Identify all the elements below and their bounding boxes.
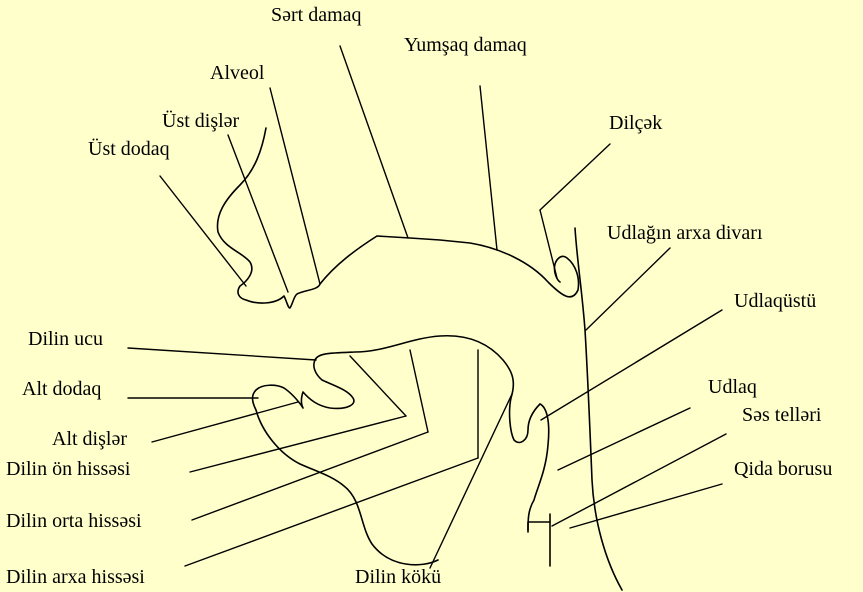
label-udlaqustu: Udlaqüstü: [734, 290, 816, 312]
label-udlagin-arxa-divari: Udlağın arxa divarı: [607, 222, 763, 244]
pointer-alt-disler: [152, 402, 298, 442]
pointer-dilin-orta-top: [410, 350, 428, 432]
label-udlaq: Udlaq: [708, 376, 757, 398]
label-dilin-arxa-hissesi: Dilin arxa hissəsi: [6, 566, 145, 588]
pointer-yumsaq-damaq: [480, 86, 497, 250]
pharynx-wall: [575, 228, 622, 590]
pointer-dilin-koku: [430, 394, 512, 568]
pointer-udlagin-arxa-divari: [586, 248, 670, 330]
label-yumsaq-damaq: Yumşaq damaq: [404, 34, 527, 56]
pointer-alveol: [270, 88, 320, 284]
label-ses-telleri: Səs telləri: [742, 404, 821, 426]
pointer-dilin-arxa-hissesi: [185, 458, 478, 566]
pointer-sert-damaq: [340, 46, 408, 238]
label-alt-dodaq: Alt dodaq: [22, 378, 101, 400]
pointer-dilcek-2: [540, 210, 557, 278]
pointer-dilin-orta-hissesi: [192, 432, 428, 520]
pointer-udlaqustu: [541, 310, 722, 420]
label-sert-damaq: Sərt damaq: [271, 4, 362, 26]
pointer-ses-telleri: [552, 434, 726, 526]
label-dilin-ucu: Dilin ucu: [28, 328, 103, 350]
upper-outline: [217, 128, 578, 308]
pointer-dilin-ucu-tip: [350, 356, 406, 416]
label-alt-disler: Alt dişlər: [52, 428, 127, 450]
label-dilcek: Dilçək: [609, 112, 662, 134]
epiglottis-outline: [528, 404, 549, 530]
label-dilin-koku: Dilin kökü: [355, 566, 441, 588]
vocal-cords: [528, 522, 550, 532]
pointer-udlaq: [558, 408, 690, 470]
label-ust-disler: Üst dişlər: [162, 110, 239, 132]
pointer-dilcek: [540, 144, 610, 210]
label-qida-borusu: Qida borusu: [734, 458, 832, 480]
pointer-dilin-ucu: [128, 348, 316, 360]
label-dilin-on-hissesi: Dilin ön hissəsi: [6, 458, 130, 480]
tongue-outline: [315, 336, 540, 443]
label-dilin-orta-hissesi: Dilin orta hissəsi: [6, 510, 142, 532]
label-alveol: Alveol: [210, 62, 264, 84]
label-ust-dodaq: Üst dodaq: [88, 138, 170, 160]
